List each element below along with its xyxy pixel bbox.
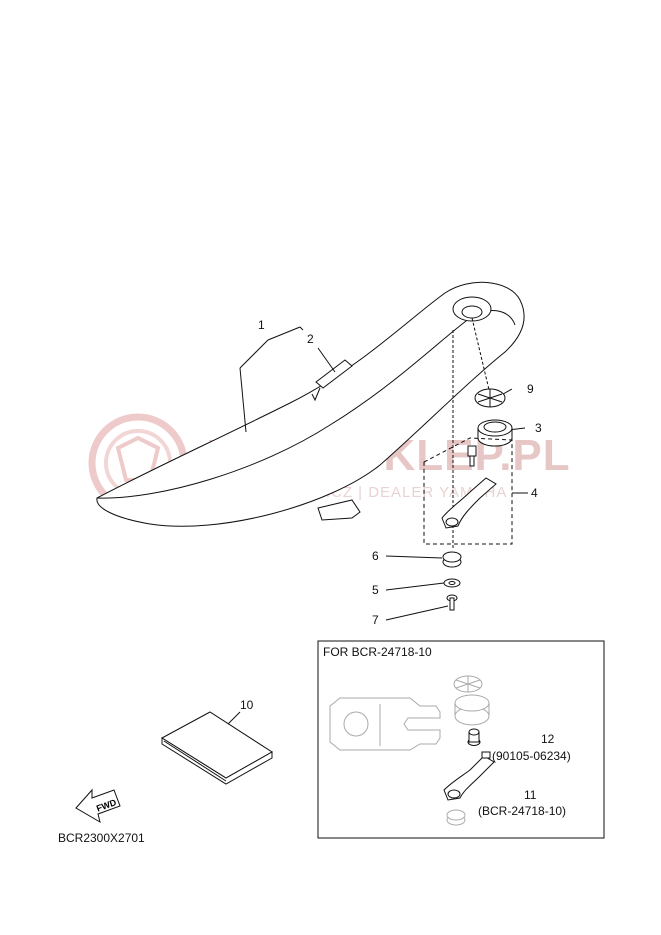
bracket-part-4 (423, 437, 513, 545)
callout-1: 1 (258, 318, 265, 332)
part-11-number: (BCR-24718-10) (478, 804, 566, 818)
grommet-part-3 (477, 419, 513, 447)
seat-strap-part-2 (311, 359, 353, 402)
seat-part-1 (96, 281, 525, 527)
callout-11: 11 (524, 788, 537, 802)
callout-2: 2 (307, 332, 314, 346)
callout-9: 9 (527, 382, 534, 396)
callout-3: 3 (535, 421, 542, 435)
inset-cap-icon (453, 675, 490, 726)
inset-title: FOR BCR-24718-10 (323, 645, 432, 659)
bracket-part-11 (443, 751, 495, 801)
callout-5: 5 (372, 583, 379, 597)
callout-4: 4 (531, 486, 538, 500)
callout-7: 7 (372, 613, 379, 627)
inset-damper-icon (446, 809, 466, 826)
bolt-part-7 (446, 594, 458, 611)
old-bracket-outline (329, 697, 441, 751)
damper-part-6 (442, 551, 462, 568)
inset-box: FOR BCR-24718-10 (317, 640, 605, 839)
callout-12: 12 (541, 732, 555, 746)
part-12-number: (90105-06234) (492, 749, 571, 763)
fwd-arrow-icon: FWD (75, 788, 121, 824)
manual-part-10: 10 (161, 698, 273, 785)
washer-part-5 (443, 578, 461, 588)
nut-part-12 (467, 728, 481, 746)
drawing-code: BCR2300X2701 (58, 831, 145, 845)
callout-10: 10 (240, 698, 254, 712)
cap-part-9 (474, 388, 506, 408)
callout-6: 6 (372, 549, 379, 563)
